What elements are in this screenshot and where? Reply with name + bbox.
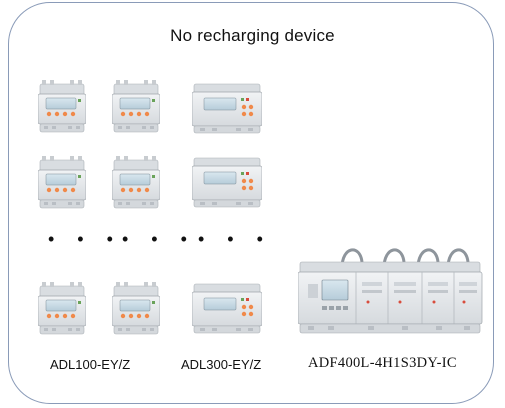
caption-adl300: ADL300-EY/Z — [181, 357, 262, 372]
ellipsis: • • • — [122, 229, 196, 249]
adl300-meter — [192, 83, 262, 134]
adl300-meter — [192, 283, 262, 334]
adl300-meter — [192, 157, 262, 208]
ellipsis: • • • — [48, 229, 122, 249]
adl100-meter — [38, 282, 86, 335]
ellipsis: • • • — [198, 229, 272, 249]
adf400-meter — [298, 248, 483, 334]
adl100-meter — [112, 156, 160, 209]
rounded-frame — [8, 2, 494, 404]
adl100-meter — [112, 282, 160, 335]
caption-adf400: ADF400L-4H1S3DY-IC — [308, 355, 457, 371]
page-title: No recharging device — [170, 26, 335, 45]
adl100-meter — [38, 80, 86, 133]
adl100-meter — [112, 80, 160, 133]
adl100-meter — [38, 156, 86, 209]
caption-adl100: ADL100-EY/Z — [50, 357, 131, 372]
